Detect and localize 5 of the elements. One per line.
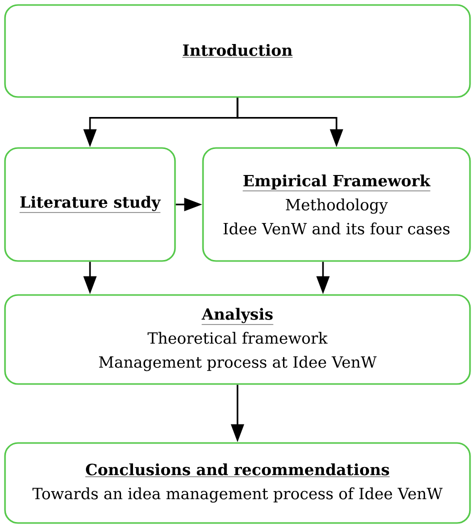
process-box: Introduction <box>4 4 471 98</box>
process-box: Analysis Theoretical framework Management process at Idee VenW <box>4 294 471 385</box>
process-box: Conclusions and recommendations Towards an idea management process of Idee VenW <box>4 442 471 524</box>
process-box: Literature study <box>4 147 176 262</box>
process-box: Empirical Framework Methodology Idee VenW and its four cases <box>202 147 471 262</box>
